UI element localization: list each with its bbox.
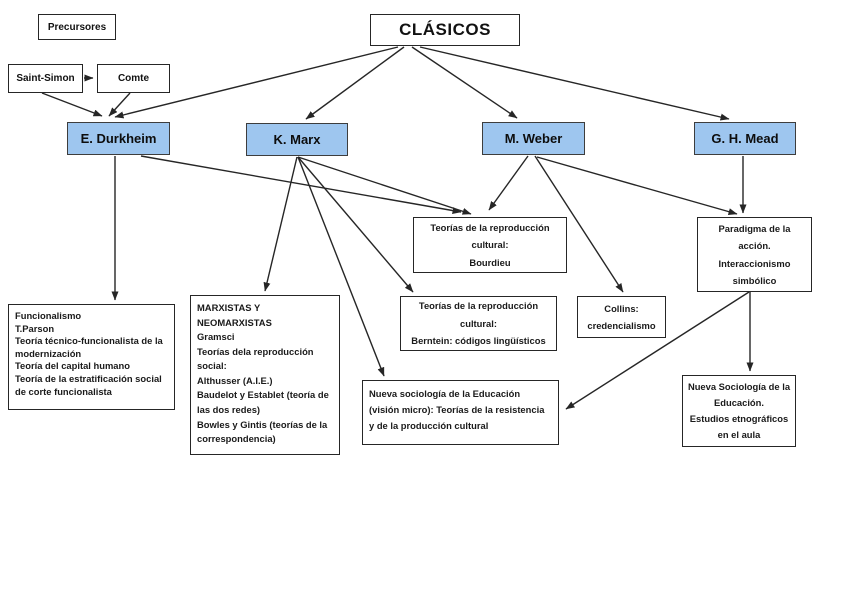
node-berntein: Teorías de la reproducción cultural: Ber… bbox=[400, 296, 557, 351]
node-bourdieu: Teorías de la reproducción cultural: Bou… bbox=[413, 217, 567, 273]
edge-comte-durkheim bbox=[108, 92, 131, 117]
edge-durkheim-bourdieu bbox=[140, 155, 462, 214]
edge-marx-marxistas bbox=[263, 156, 298, 292]
edge-clasicos-durkheim bbox=[114, 46, 399, 119]
node-mead: G. H. Mead bbox=[694, 122, 796, 155]
edge-paradigma-nueva-micro bbox=[565, 291, 750, 410]
node-clasicos-title: CLÁSICOS bbox=[370, 14, 520, 46]
node-saint-simon: Saint-Simon bbox=[8, 64, 83, 93]
node-nueva-sociologia-aula: Nueva Sociología de la Educación. Estudi… bbox=[682, 375, 796, 447]
edge-clasicos-weber bbox=[411, 46, 518, 119]
node-durkheim: E. Durkheim bbox=[67, 122, 170, 155]
node-comte: Comte bbox=[97, 64, 170, 93]
node-marxistas: MARXISTAS Y NEOMARXISTAS Gramsci Teorías… bbox=[190, 295, 340, 455]
edge-weber-collins bbox=[534, 155, 624, 293]
edge-marx-berntein bbox=[297, 156, 414, 293]
node-paradigma: Paradigma de la acción. Interaccionismo … bbox=[697, 217, 812, 292]
edge-saint-simon-durkheim bbox=[41, 92, 103, 117]
edge-marx-nueva-micro bbox=[297, 156, 385, 377]
node-nueva-sociologia-micro: Nueva sociología de la Educación (visión… bbox=[362, 380, 559, 445]
node-weber: M. Weber bbox=[482, 122, 585, 155]
edge-clasicos-marx bbox=[305, 46, 405, 120]
node-collins: Collins: credencialismo bbox=[577, 296, 666, 338]
node-marx: K. Marx bbox=[246, 123, 348, 156]
edge-clasicos-mead bbox=[419, 46, 730, 121]
edge-weber-bourdieu bbox=[488, 155, 529, 211]
edge-weber-paradigma bbox=[536, 156, 738, 216]
node-funcionalismo: Funcionalismo T.Parson Teoría técnico-fu… bbox=[8, 304, 175, 410]
edge-marx-bourdieu bbox=[297, 156, 472, 215]
node-precursores: Precursores bbox=[38, 14, 116, 40]
